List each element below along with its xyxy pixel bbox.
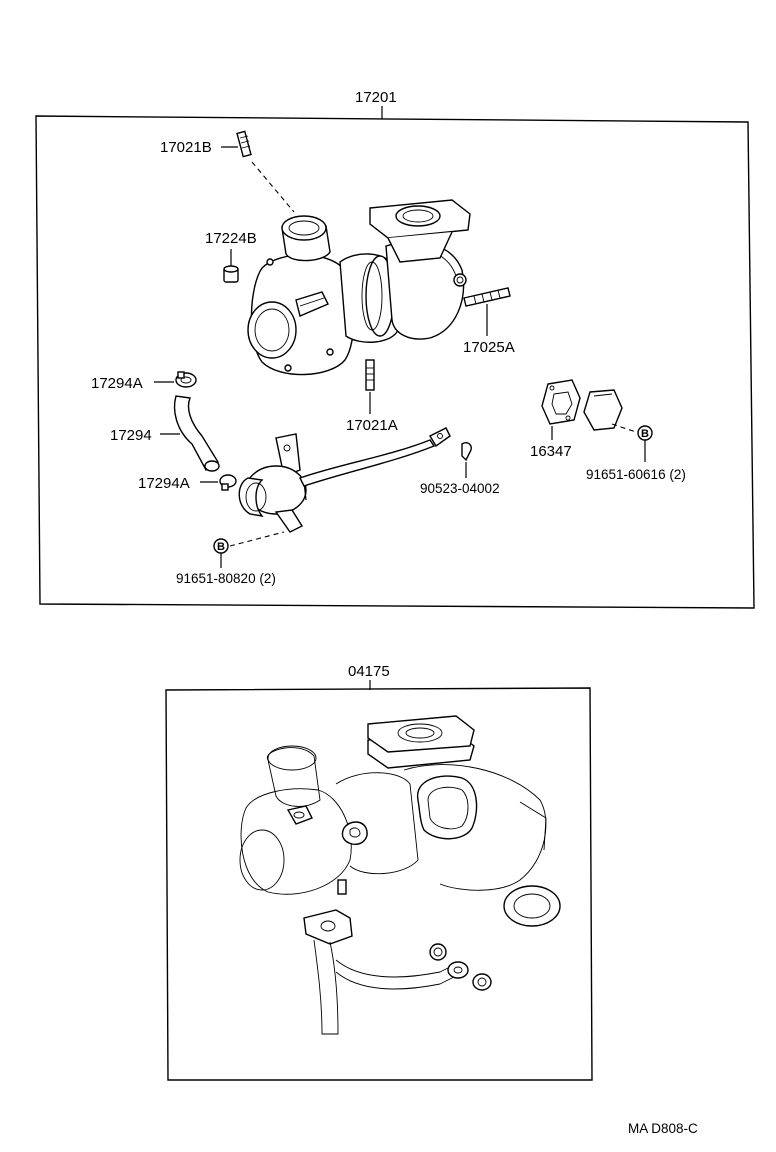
part-label-17294A-top: 17294A: [91, 375, 143, 392]
footer-code: MA D808-C: [628, 1121, 698, 1136]
assembly-label: 17201: [355, 89, 397, 106]
turbocharger-drawing: [247, 199, 471, 376]
part-label-17025A: 17025A: [463, 339, 515, 356]
gasket-16347: [541, 379, 581, 425]
leader-dash-91651-60616: [611, 423, 637, 433]
kit-label: 04175: [348, 663, 390, 680]
hose-17294: [173, 395, 220, 472]
clip-90523-04002: [461, 442, 472, 462]
cover-plate: [583, 389, 623, 431]
part-label-17294: 17294: [110, 427, 152, 444]
part-label-17021B: 17021B: [160, 139, 212, 156]
clamp-17294A-bottom: [219, 474, 237, 491]
part-label-17224B: 17224B: [205, 230, 257, 247]
badge-b-right-text: B: [641, 428, 649, 440]
part-label-91651-60616: 91651-60616 (2): [586, 467, 686, 482]
part-label-90523-04002: 90523-04002: [420, 481, 500, 496]
part-label-16347: 16347: [530, 443, 572, 460]
kit-turbo-outline: [239, 715, 561, 1035]
part-label-17021A: 17021A: [346, 417, 398, 434]
kit-04175: 04175: [165, 663, 593, 1081]
part-label-91651-80820: 91651-80820 (2): [176, 571, 276, 586]
stud-17021A: [365, 359, 375, 391]
wastegate-actuator: [238, 427, 451, 533]
stud-17025A: [463, 287, 511, 307]
stud-17021B: [236, 130, 295, 213]
kit-frame: [165, 687, 593, 1081]
nut-17224B: [223, 265, 239, 283]
assembly-frame: [35, 115, 755, 609]
clamp-17294A-top: [175, 371, 197, 388]
badge-b-left-text: B: [217, 541, 225, 553]
leader-dash-91651-80820: [229, 531, 285, 547]
assembly-17201: 17201 17021B 17224B: [35, 89, 755, 609]
part-label-17294A-bottom: 17294A: [138, 475, 190, 492]
